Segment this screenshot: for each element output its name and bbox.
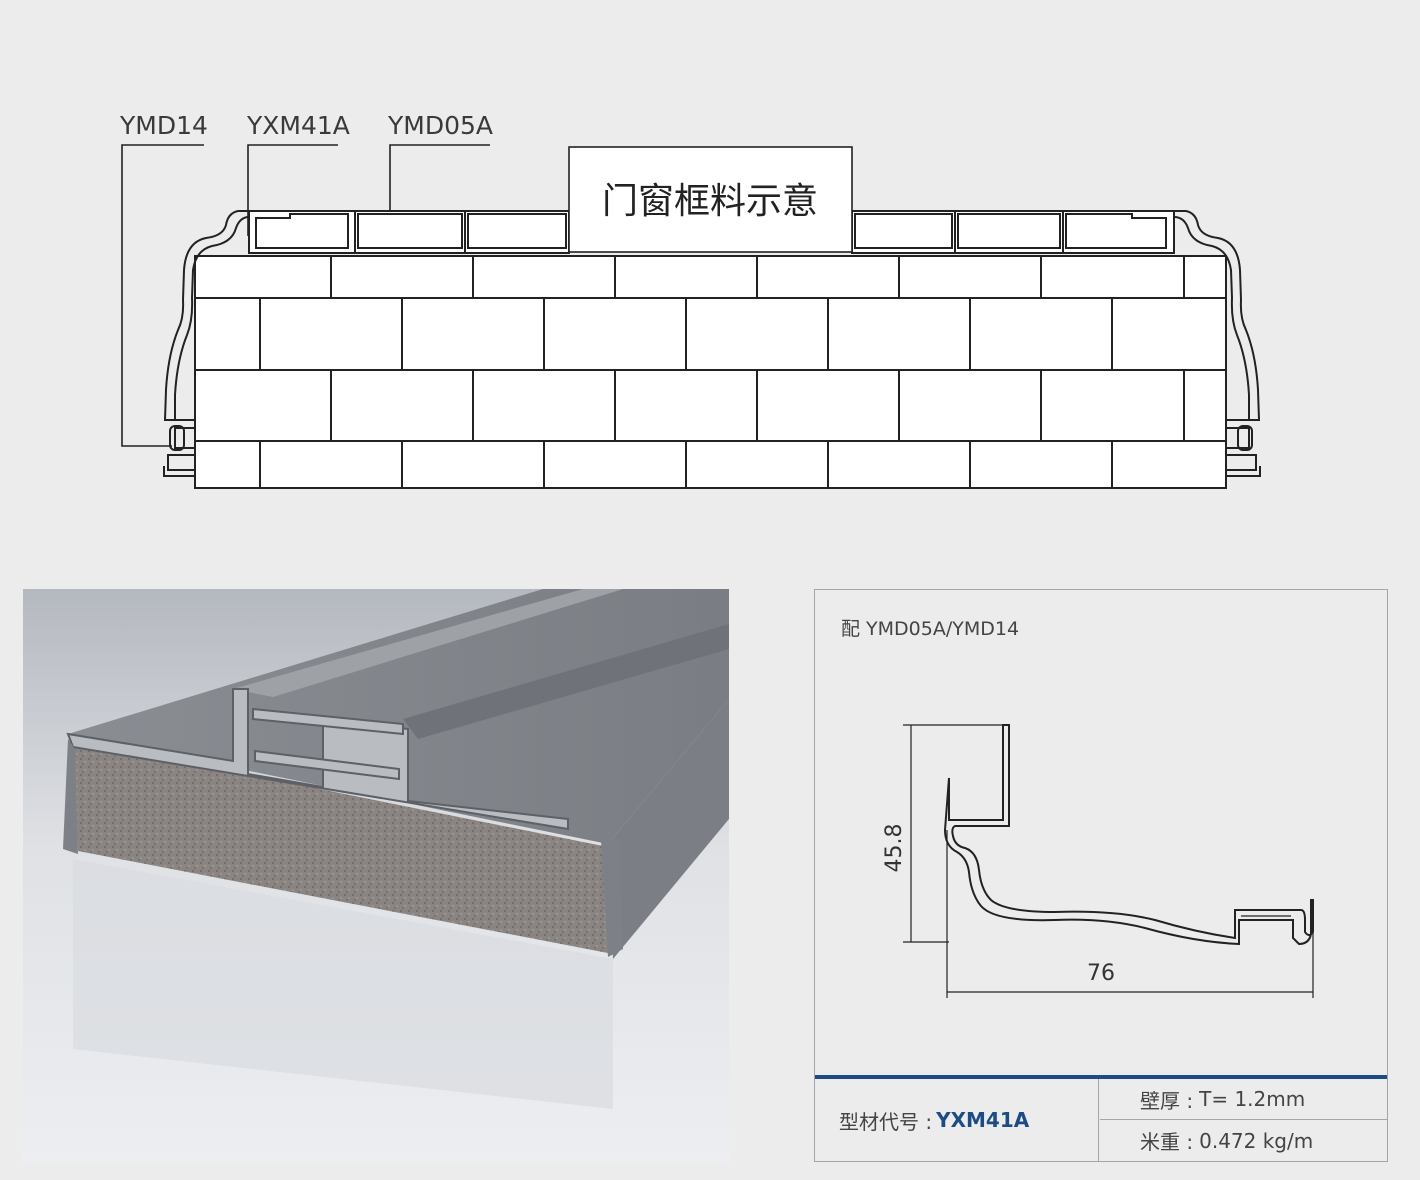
- callout-yxm41a: YXM41A: [246, 111, 350, 140]
- profile-render-image: [23, 589, 729, 1163]
- profile-top-face: [68, 589, 729, 844]
- title-box: [568, 146, 853, 253]
- leader-ymd05a: [389, 144, 490, 212]
- leader-yxm41a: [247, 144, 338, 236]
- profile-code-cell: 型材代号 : YXM41A: [815, 1079, 1099, 1161]
- spec-card: 配 YMD05A/YMD14 45.8 76 型材代号 : YXM41A 壁厚 …: [814, 589, 1388, 1162]
- top-frame-profile: [248, 210, 1175, 254]
- profile-code-value: YXM41A: [936, 1108, 1030, 1132]
- wall-thickness-value: T= 1.2mm: [1199, 1087, 1306, 1111]
- spec-table: 型材代号 : YXM41A 壁厚 : T= 1.2mm 米重 : 0.472 k…: [815, 1075, 1387, 1161]
- frame-diagram: 门窗框料示意 YMD14 YXM41A YMD05A: [119, 111, 1261, 489]
- callout-ymd05a: YMD05A: [387, 111, 493, 140]
- wall-thickness-row: 壁厚 : T= 1.2mm: [1100, 1079, 1387, 1120]
- unit-weight-value: 0.472 kg/m: [1199, 1128, 1314, 1153]
- section-drawing: 45.8 76: [882, 724, 1314, 998]
- insulation-core: [71, 739, 613, 954]
- profile-code-label: 型材代号 :: [839, 1109, 933, 1134]
- callout-ymd14: YMD14: [119, 111, 208, 140]
- unit-weight-label: 米重 :: [1140, 1130, 1194, 1154]
- wall-block: [194, 255, 1227, 489]
- dim-width-label: 76: [1087, 961, 1115, 986]
- leader-ymd14: [121, 144, 204, 447]
- unit-weight-row: 米重 : 0.472 kg/m: [1100, 1120, 1387, 1161]
- profile-outline: [943, 724, 1314, 946]
- compatible-profiles: 配 YMD05A/YMD14: [841, 618, 1020, 640]
- dim-height-label: 45.8: [882, 824, 907, 873]
- left-side-profile: [163, 210, 250, 477]
- wall-thickness-label: 壁厚 :: [1140, 1088, 1194, 1113]
- right-side-profile: [1173, 210, 1261, 477]
- diagram-title: 门窗框料示意: [602, 181, 818, 222]
